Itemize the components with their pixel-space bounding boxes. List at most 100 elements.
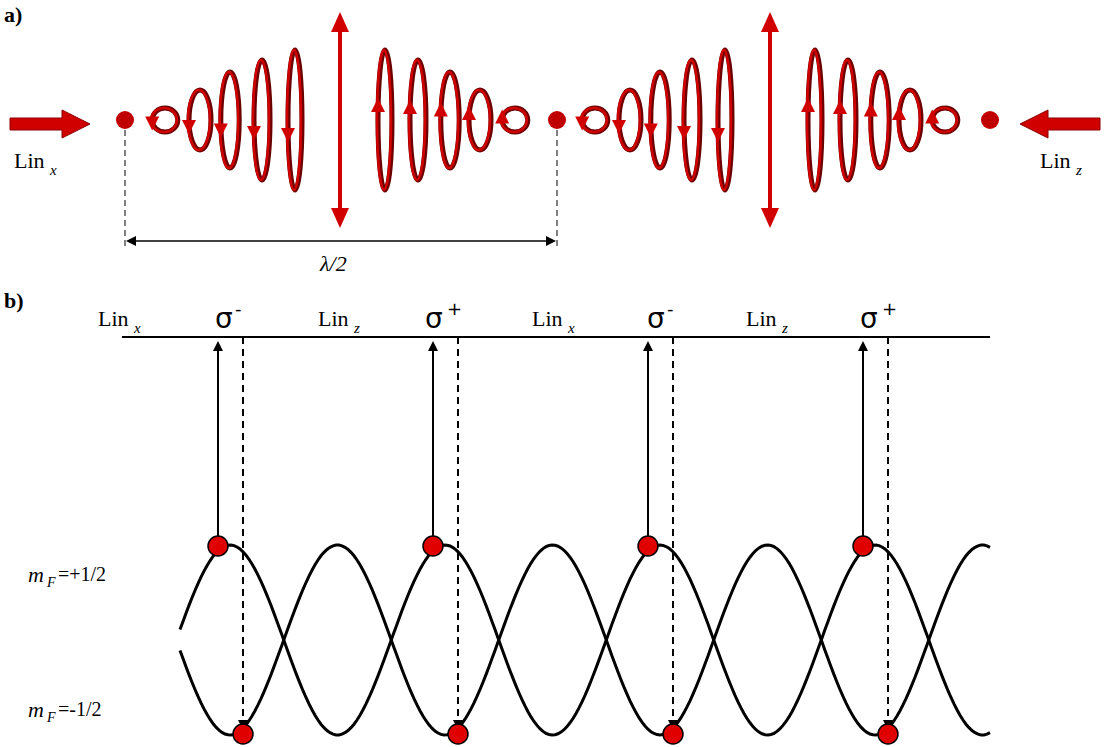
label: F (47, 711, 56, 725)
label: =-1/2 (58, 699, 102, 719)
rotation-arrowhead (801, 98, 815, 112)
rotation-arrowhead (281, 128, 295, 142)
polarization-ring (684, 60, 700, 180)
polarization-ring (410, 60, 426, 180)
label: Lin (532, 308, 563, 330)
label: b) (4, 290, 24, 312)
rotation-arrowhead (247, 126, 261, 140)
rotation-arrowhead (371, 98, 385, 112)
polarization-ring (808, 50, 822, 190)
emission-arrow (887, 337, 889, 728)
polarization-ring (870, 72, 888, 168)
linear-polarization (338, 22, 342, 218)
excited-level (122, 336, 990, 338)
label: x (50, 163, 57, 178)
polarization-ring (650, 72, 668, 168)
label: z (354, 321, 360, 336)
label: z (782, 321, 788, 336)
atom (423, 536, 443, 556)
polarization-ring (839, 60, 855, 180)
atom (853, 536, 873, 556)
rotation-arrowhead (182, 120, 196, 134)
label: σ (215, 305, 233, 333)
emission-arrow (672, 337, 674, 728)
polarization-ring (440, 72, 458, 168)
node-dot (116, 111, 134, 129)
polarization-ring (840, 60, 856, 180)
label: =+1/2 (58, 564, 106, 584)
rotation-arrowhead (864, 102, 878, 116)
dimension-line (125, 130, 126, 248)
polarization-ring (409, 60, 425, 180)
label: - (667, 300, 674, 318)
atom (878, 724, 898, 744)
atom (638, 536, 658, 556)
dimension-arrow (128, 240, 554, 242)
beam-arrow (10, 110, 90, 138)
polarization-ring (220, 72, 238, 168)
light-shift-curve (180, 545, 990, 735)
emission-arrow (242, 337, 244, 728)
rotation-arrowhead (214, 124, 228, 138)
rotation-arrowhead (677, 126, 691, 140)
rotation-arrowhead (711, 128, 725, 142)
light-shift-curve (180, 545, 990, 735)
label: Lin (98, 308, 129, 330)
label: + (447, 300, 462, 318)
polarization-ring (441, 72, 459, 168)
label: a) (4, 4, 22, 26)
label: - (235, 300, 242, 318)
rotation-arrowhead (145, 116, 159, 130)
polarization-ring (807, 50, 821, 190)
absorption-arrow (217, 343, 219, 545)
polarization-ring (288, 50, 302, 190)
label: + (882, 300, 897, 318)
node-dot (981, 111, 999, 129)
label: m (28, 564, 44, 586)
rotation-arrowhead (612, 120, 626, 134)
polarization-ring (287, 50, 301, 190)
label: Lin (746, 308, 777, 330)
polarization-ring (378, 50, 392, 190)
rotation-arrowhead (892, 106, 906, 120)
polarization-ring (871, 72, 889, 168)
label: Lin (1040, 150, 1071, 172)
label: σ (425, 305, 443, 333)
absorption-arrow (647, 343, 649, 545)
polarization-ring (377, 50, 391, 190)
polarization-ring (253, 60, 269, 180)
beam-arrow (1020, 110, 1100, 138)
polarization-ring (651, 72, 669, 168)
polarization-ring (717, 50, 731, 190)
label: λ/2 (320, 253, 347, 275)
label: σ (860, 305, 878, 333)
node-dot (548, 111, 566, 129)
rotation-arrowhead (575, 116, 589, 130)
rotation-arrowhead (495, 110, 509, 124)
label: x (568, 321, 575, 336)
polarization-ring (254, 60, 270, 180)
polarization-ring (683, 60, 699, 180)
atom (663, 724, 683, 744)
emission-arrow (457, 337, 459, 728)
polarization-ring (221, 72, 239, 168)
absorption-arrow (862, 343, 864, 545)
label: z (1076, 163, 1082, 178)
rotation-arrowhead (833, 100, 847, 114)
label: Lin (14, 150, 45, 172)
atom (208, 536, 228, 556)
atom (448, 724, 468, 744)
rotation-arrowhead (434, 102, 448, 116)
label: Lin (318, 308, 349, 330)
rotation-arrowhead (462, 106, 476, 120)
label: m (28, 699, 44, 721)
dimension-line (557, 130, 558, 248)
rotation-arrowhead (644, 124, 658, 138)
atom (233, 724, 253, 744)
polarization-ring (718, 50, 732, 190)
label: F (47, 576, 56, 590)
absorption-arrow (432, 343, 434, 545)
label: σ (647, 305, 665, 333)
